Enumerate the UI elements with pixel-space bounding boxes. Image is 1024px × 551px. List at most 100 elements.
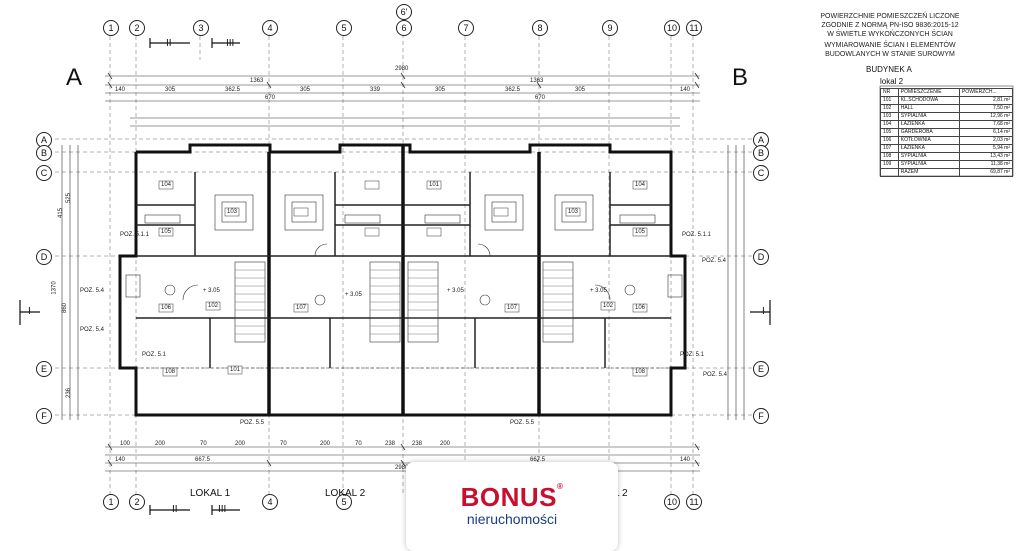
table-cell: 7,68 m²: [958, 120, 1014, 129]
level-mark: + 3.05: [203, 288, 220, 294]
table-cell: SYPIALNIA: [897, 160, 960, 169]
grid-bubble-row-b-right: B: [753, 145, 769, 161]
grid-bubble-col-7: 7: [458, 20, 474, 36]
table-cell: 105: [880, 128, 899, 137]
brand-logo-card: BONUS® nieruchomości: [406, 462, 618, 551]
brand-subtitle: nieruchomości: [466, 511, 558, 527]
dim-top-2: 305: [165, 87, 176, 93]
dim-bottom-r2-4: 200: [235, 441, 246, 447]
table-cell: GARDEROBA: [897, 128, 960, 137]
section-mark-i-left: I: [28, 306, 31, 317]
level-mark: + 3.05: [590, 288, 607, 294]
grid-bubble-col-4-bottom: 4: [262, 494, 278, 510]
grid-bubble-col-4: 4: [262, 20, 278, 36]
table-total-value: 69,87 m²: [958, 168, 1014, 177]
area-note-line: W ŚWIETLE WYKOŃCZONYCH ŚCIAN: [827, 31, 953, 38]
grid-bubble-col-3: 3: [193, 20, 209, 36]
room-tag: 102: [603, 303, 614, 309]
table-cell: SYPIALNIA: [897, 152, 960, 161]
grid-bubble-row-d-right: D: [753, 249, 769, 265]
room-tag: 101: [429, 182, 440, 188]
table-cell: 109: [880, 160, 899, 169]
dimension-note-line: BUDOWLANYCH W STANIE SUROWYM: [825, 51, 955, 58]
dim-top-3: 362.5: [225, 87, 241, 93]
section-mark-iii-bottom: III: [218, 504, 227, 515]
dim-left-2: 525: [66, 192, 73, 204]
dim-bottom-r2-2: 200: [155, 441, 166, 447]
dim-bottom-r2-8: 200: [440, 441, 451, 447]
dimension-note: WYMIAROWANIE ŚCIAN I ELEMENTÓW BUDOWLANY…: [810, 41, 970, 59]
dim-left-4: 860: [62, 302, 69, 314]
grid-bubble-row-d: D: [36, 249, 52, 265]
table-cell: 12,96 m²: [958, 112, 1014, 121]
grid-bubble-col-2-bottom: 2: [129, 494, 145, 510]
table-cell: 108: [880, 152, 899, 161]
dim-half-right-top: 1363: [530, 78, 544, 84]
table-cell: 2,03 m²: [958, 136, 1014, 145]
grid-bubble-col-11: 11: [686, 20, 702, 36]
section-mark-i-right: I: [762, 306, 765, 317]
lokal-label-1: LOKAL 1: [190, 488, 231, 499]
table-cell: 101: [880, 96, 899, 105]
poz-label: POZ. 5.5: [510, 420, 535, 426]
building-side-left: A: [66, 64, 83, 91]
area-note: POWIERZCHNIE POMIESZCZEŃ LICZONE ZGODNIE…: [810, 12, 970, 39]
table-cell: 102: [880, 104, 899, 113]
dim-bottom-2: 667.5: [195, 457, 211, 463]
section-mark-ii-top: II: [166, 38, 172, 49]
table-cell: SYPIALNIA: [897, 112, 960, 121]
room-tag: 106: [161, 305, 172, 311]
registered-mark: ®: [557, 482, 564, 491]
room-tag: 101: [230, 367, 241, 373]
grid-bubble-col-10-bottom: 10: [664, 494, 680, 510]
table-header-row: NR POMIESZCZENIE POWIERZCH...: [880, 88, 1014, 97]
dim-bottom-1: 140: [115, 457, 126, 463]
table-cell: ŁAZIENKA: [897, 120, 960, 129]
building-side-right: B: [732, 64, 749, 91]
dim-top-row2-left: 670: [265, 95, 276, 101]
dim-bottom-r2-1: 100: [120, 441, 131, 447]
room-tag: 106: [635, 305, 646, 311]
table-header-cell: POWIERZCH...: [958, 88, 1014, 97]
poz-label: POZ. 5.4: [80, 327, 105, 333]
room-tag: 108: [165, 369, 176, 375]
dim-bottom-3: 667.5: [530, 457, 546, 463]
grid-bubble-col-10: 10: [664, 20, 680, 36]
grid-bubble-row-f-right: F: [753, 408, 769, 424]
table-cell: [880, 168, 899, 177]
table-cell: HALL: [897, 104, 960, 113]
lokal-label-3: L 2: [614, 488, 628, 499]
grid-bubble-col-11-bottom: 11: [686, 494, 702, 510]
dimension-note-line: WYMIAROWANIE ŚCIAN I ELEMENTÓW: [824, 42, 956, 49]
dim-left-5: 236: [66, 387, 73, 399]
building-title: BUDYNEK A: [866, 65, 912, 74]
dim-top-1: 140: [115, 87, 126, 93]
dim-bottom-4: 140: [680, 457, 691, 463]
poz-label: POZ. 5.1: [142, 352, 167, 358]
grid-bubble-col-1: 1: [103, 20, 119, 36]
table-cell: KL.SCHODOWA: [897, 96, 960, 105]
dim-overall-top: 2980: [395, 66, 409, 72]
dim-bottom-r2-9: 238: [385, 441, 396, 447]
grid-bubble-col-6: 6: [396, 20, 412, 36]
room-tag: 104: [635, 182, 646, 188]
room-tag: 105: [161, 229, 172, 235]
table-header-cell: POMIESZCZENIE: [897, 88, 960, 97]
grid-bubble-col-9: 9: [602, 20, 618, 36]
area-note-line: ZGODNIE Z NORMĄ PN-ISO 9836:2015-12: [821, 22, 959, 29]
table-cell: 5,94 m²: [958, 144, 1014, 153]
poz-label: POZ. 5.4: [703, 372, 728, 378]
dim-top-6: 305: [435, 87, 446, 93]
table-cell: 13,43 m²: [958, 152, 1014, 161]
room-tag: 104: [161, 182, 172, 188]
grid-bubble-row-b: B: [36, 145, 52, 161]
room-tag: 102: [208, 303, 219, 309]
brand-logo: BONUS®: [406, 482, 618, 513]
table-cell: 2,81 m²: [958, 96, 1014, 105]
room-tag: 107: [507, 305, 518, 311]
